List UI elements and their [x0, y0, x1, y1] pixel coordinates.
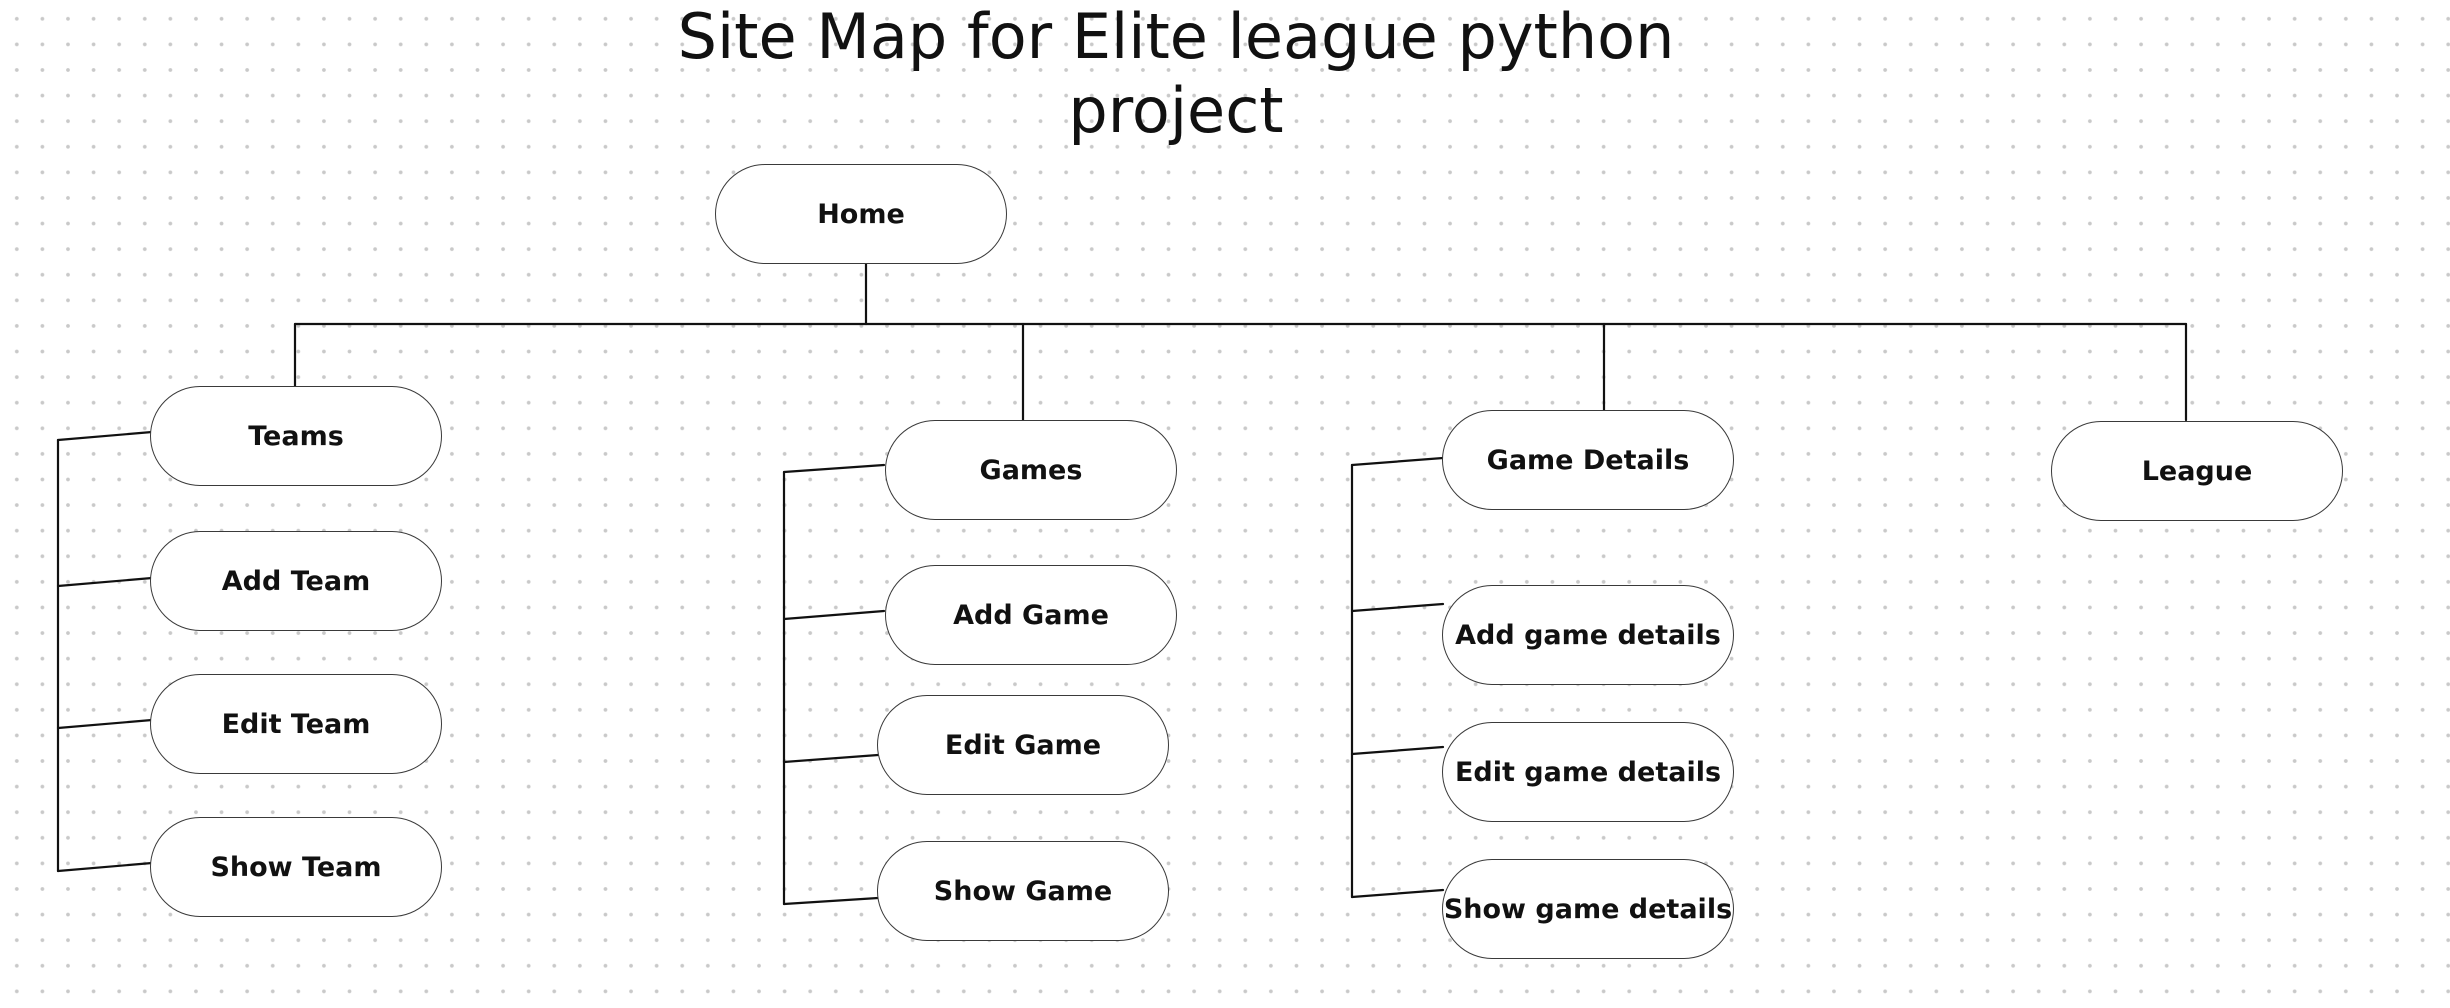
node-teams[interactable]: Teams [150, 386, 442, 486]
connector-add-team-link [56, 576, 154, 588]
node-games[interactable]: Games [885, 420, 1177, 520]
node-show-game[interactable]: Show Game [877, 841, 1169, 941]
connector-games-link [782, 463, 886, 474]
connector-edit-game-details-link [1350, 745, 1445, 756]
node-add-game[interactable]: Add Game [885, 565, 1177, 665]
node-show-game-details[interactable]: Show game details [1442, 859, 1734, 959]
connector-show-game-link [782, 896, 880, 906]
connector-show-game-details-link [1350, 888, 1445, 899]
connector-show-team-link [56, 861, 154, 873]
connector-teams-link [56, 430, 154, 442]
node-add-team[interactable]: Add Team [150, 531, 442, 631]
node-edit-game[interactable]: Edit Game [877, 695, 1169, 795]
diagram-title-line-1: Site Map for Elite league python [677, 0, 1675, 73]
diagram-title: Site Map for Elite league python project [640, 0, 1712, 148]
node-add-game-details[interactable]: Add game details [1442, 585, 1734, 685]
connector-game-details-link [1350, 456, 1445, 467]
connector-add-game-link [782, 609, 886, 621]
node-show-team[interactable]: Show Team [150, 817, 442, 917]
node-game-details[interactable]: Game Details [1442, 410, 1734, 510]
diagram-title-line-2: project [1068, 74, 1284, 147]
node-edit-team[interactable]: Edit Team [150, 674, 442, 774]
connector-edit-game-link [782, 753, 880, 764]
connector-add-game-details-link [1350, 602, 1445, 613]
node-home[interactable]: Home [715, 164, 1007, 264]
node-league[interactable]: League [2051, 421, 2343, 521]
node-edit-game-details[interactable]: Edit game details [1442, 722, 1734, 822]
connector-edit-team-link [56, 718, 154, 730]
